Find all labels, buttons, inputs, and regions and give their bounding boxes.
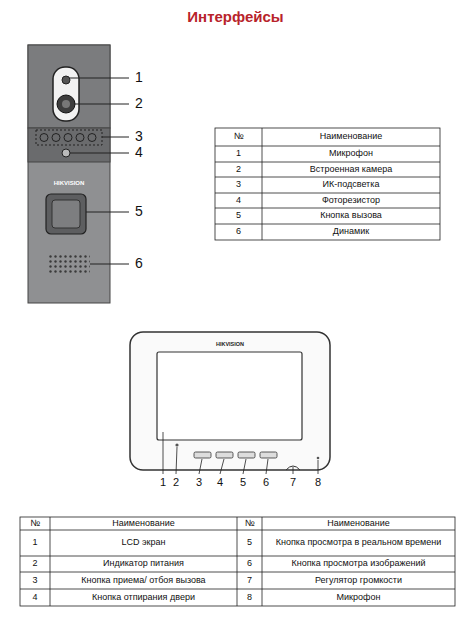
brand-logo: HIKVISION bbox=[195, 339, 265, 349]
table-cell: 5 bbox=[238, 531, 261, 555]
callout-number: 3 bbox=[192, 475, 206, 490]
callout-number: 4 bbox=[131, 144, 147, 162]
table-cell: № bbox=[21, 518, 49, 529]
table-cell: Микрофон bbox=[263, 590, 454, 605]
callout-number: 3 bbox=[131, 128, 147, 146]
table-cell: LCD экран bbox=[51, 531, 236, 555]
table-cell: ИК-подсветка bbox=[263, 178, 439, 192]
callout-number: 6 bbox=[131, 255, 147, 273]
table-cell: № bbox=[238, 518, 261, 529]
table-cell: Кнопка отпирания двери bbox=[51, 590, 236, 605]
callout-number: 1 bbox=[131, 69, 147, 87]
callout-number: 4 bbox=[213, 475, 227, 490]
table-cell: Регулятор громкости bbox=[263, 573, 454, 588]
callout-number: 1 bbox=[156, 475, 170, 490]
table-cell: 7 bbox=[238, 573, 261, 588]
table-cell: Динамик bbox=[263, 225, 439, 239]
table-cell: 5 bbox=[216, 209, 261, 223]
brand-logo: HIKVISION bbox=[28, 177, 110, 189]
callout-number: 6 bbox=[259, 475, 273, 490]
callout-number: 5 bbox=[236, 475, 250, 490]
table-cell: Встроенная камера bbox=[263, 163, 439, 176]
table-cell: Наименование bbox=[263, 518, 454, 529]
table-cell: 1 bbox=[21, 531, 49, 555]
table-cell: 2 bbox=[21, 557, 49, 571]
table-cell: 3 bbox=[216, 178, 261, 192]
callout-number: 2 bbox=[169, 475, 183, 490]
table-cell: Кнопка просмотра в реальном времени bbox=[263, 531, 454, 555]
table-cell: 1 bbox=[216, 147, 261, 161]
table-cell: Наименование bbox=[263, 129, 439, 145]
callout-number: 7 bbox=[286, 475, 300, 490]
page-title: Интерфейсы bbox=[0, 6, 471, 28]
callout-number: 8 bbox=[311, 475, 325, 490]
table-cell: Кнопка просмотра изображений bbox=[263, 557, 454, 571]
table-grid bbox=[20, 517, 455, 606]
table-cell: 6 bbox=[216, 225, 261, 239]
table-cell: Кнопка приема/ отбоя вызова bbox=[51, 573, 236, 588]
table-cell: 8 bbox=[238, 590, 261, 605]
table-cell: Микрофон bbox=[263, 147, 439, 161]
table-cell: Фоторезистор bbox=[263, 194, 439, 207]
table-cell: 6 bbox=[238, 557, 261, 571]
table-cell: Наименование bbox=[51, 518, 236, 529]
table-cell: Индикатор питания bbox=[51, 557, 236, 571]
table-cell: Кнопка вызова bbox=[263, 209, 439, 223]
table-cell: 4 bbox=[216, 194, 261, 207]
table-grid bbox=[215, 128, 440, 240]
indoor-monitor bbox=[130, 332, 330, 470]
table-cell: № bbox=[216, 129, 261, 145]
callout-number: 2 bbox=[131, 95, 147, 113]
table-cell: 3 bbox=[21, 573, 49, 588]
callout-number: 5 bbox=[131, 203, 147, 221]
table-cell: 4 bbox=[21, 590, 49, 605]
leader-line bbox=[163, 432, 318, 474]
table-cell: 2 bbox=[216, 163, 261, 176]
leader-line bbox=[70, 78, 129, 264]
